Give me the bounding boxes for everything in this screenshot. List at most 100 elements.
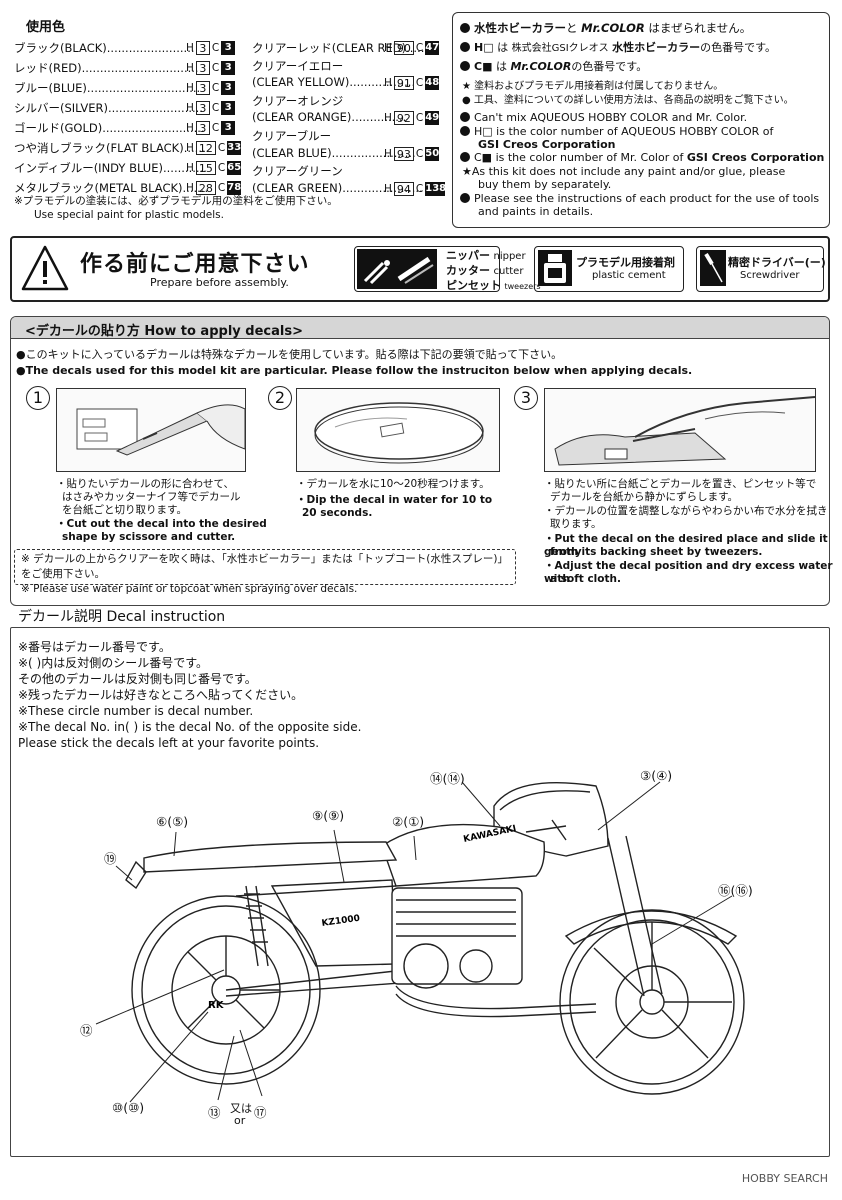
color-name: (CLEAR YELLOW) (252, 75, 350, 90)
step-3-jp-1: ・貼りたい所に台紙ごとデカールを置き、ピンセット等で (544, 478, 817, 490)
c-number: 3 (221, 61, 236, 75)
step-1-jp-3: を台紙ごと切り取ります。 (62, 504, 187, 516)
note-instructions-en: Please see the instructions of each prod… (460, 192, 819, 205)
color-row: ブラック(BLACK)........................ (14, 40, 195, 56)
color-row: ブルー(BLUE)............................... (14, 80, 200, 96)
c-number: 65 (227, 161, 242, 175)
c-label: C (211, 62, 220, 74)
color-name: クリアーオレンジ (252, 93, 344, 108)
color-name: レッド(RED) (14, 61, 82, 75)
tool-screwdriver-en: Screwdriver (740, 270, 800, 281)
step-3-en-2: from its backing sheet by tweezers. (550, 546, 763, 558)
note-mix-c: Mr.COLOR (581, 21, 645, 35)
note-h-en: H□ is the color number of AQUEOUS HOBBY … (460, 125, 773, 138)
bullet-icon (460, 23, 470, 33)
h-label: H (186, 142, 194, 154)
topcoat-warning-en: ※ Please use water paint or topcoat when… (21, 583, 358, 595)
color-name: シルバー(SILVER) (14, 101, 108, 115)
color-name: (CLEAR GREEN) (252, 180, 343, 195)
color-name: (CLEAR ORANGE) (252, 110, 352, 125)
color-dots: ............... (351, 110, 407, 125)
step-3-jp-2: デカールを台紙から静かにずらします。 (550, 491, 739, 503)
note-mix-a: 水性ホビーカラー (474, 21, 566, 35)
decal-note-line: ※残ったデカールは好きなところへ貼ってください。 (18, 688, 304, 702)
note-cant-mix-en: Can't mix AQUEOUS HOBBY COLOR and Mr. Co… (460, 111, 747, 124)
c-label: C (211, 42, 220, 54)
color-name: ブルー(BLUE) (14, 81, 87, 95)
colors-title: 使用色 (26, 20, 66, 35)
tool-screwdriver (696, 246, 824, 292)
note-no-paint-en: ★As this kit does not include any paint … (462, 165, 786, 178)
h-number: 93 (393, 146, 414, 161)
step-2-en-1: ・Dip the decal in water for 10 to (296, 494, 493, 506)
note-cant-mix-text: Can't mix AQUEOUS HOBBY COLOR and Mr. Co… (474, 111, 748, 124)
h-label: H (186, 122, 194, 134)
hobby-search-watermark: HOBBY SEARCH (741, 1172, 828, 1185)
bullet-icon (460, 152, 470, 162)
tool-tweezers-jp: ピンセット (446, 279, 501, 292)
color-row: (CLEAR ORANGE)............... (252, 110, 406, 124)
h-label: H (384, 147, 392, 160)
color-name: つや消しブラック(FLAT BLACK) (14, 141, 184, 155)
color-row: (CLEAR GREEN)...................... (252, 181, 423, 195)
decal-instruction-title: デカール説明 Decal instruction (18, 609, 226, 625)
callout-or-en: or (234, 1114, 246, 1127)
callout-or-jp: 又は (230, 1102, 252, 1115)
note-c-en: C■ is the color number of Mr. Color of G… (460, 151, 824, 164)
color-row: クリアーイエロー (252, 58, 343, 74)
callout-6-5: ⑥(⑤) (156, 814, 189, 829)
color-row: シルバー(SILVER).......................... (14, 100, 203, 116)
nipper-cutter-icon (357, 249, 437, 289)
warning-icon (21, 245, 69, 291)
h-number: 90 (393, 41, 414, 55)
c-label: C (415, 112, 424, 125)
step-3-number: 3 (514, 386, 538, 410)
note-c-en-corp: GSI Creos Corporation (686, 151, 825, 164)
color-dots: .......................... (107, 101, 203, 115)
c-label: C (211, 82, 220, 94)
screwdriver-icon (700, 250, 726, 286)
callout-17: ⑰ (254, 1105, 267, 1120)
note-mix-b: と (566, 21, 578, 35)
note-mix-d: はまぜられません。 (648, 21, 752, 35)
note-h-en-text: H□ is the color number of AQUEOUS HOBBY … (474, 125, 774, 138)
callout-9: ⑨(⑨) (312, 808, 345, 823)
callout-10: ⑩(⑩) (112, 1100, 145, 1115)
h-number: 92 (393, 111, 414, 126)
bullet-icon (460, 42, 470, 52)
callout-12: ⑫ (80, 1023, 93, 1038)
color-dots: ............................... (86, 81, 201, 95)
c-number: 78 (227, 181, 242, 195)
h-label: H (186, 102, 194, 114)
note-tools-jp: ● 工具、塗料についての詳しい使用方法は、各商品の説明をご覧下さい。 (462, 95, 794, 106)
note-instructions-text: Please see the instructions of each prod… (474, 192, 820, 205)
color-dots: ........................ (106, 41, 195, 55)
tool-cement-en: plastic cement (592, 270, 666, 281)
tool-nipper-jp: ニッパー (446, 249, 490, 262)
decal-note-line: ※These circle number is decal number. (18, 704, 254, 718)
swingarm-text: RK (208, 1000, 225, 1011)
color-name: クリアーイエロー (252, 58, 344, 73)
step-3-jp-3: ・デカールの位置を調整しながらやわらかい布で水分を拭き (544, 505, 828, 517)
color-row: (CLEAR YELLOW).................. (252, 75, 415, 89)
c-number: 3 (221, 101, 236, 115)
tool-cement (534, 246, 684, 292)
color-row: インディブルー(INDY BLUE)............ (14, 160, 207, 176)
h-label: H (186, 42, 194, 54)
h-number: 28 (195, 181, 216, 195)
tool-screwdriver-jp: 精密ドライバー(ー) (728, 256, 826, 269)
color-name: ブラック(BLACK) (14, 41, 107, 55)
color-row: クリアーレッド(CLEAR RED)..... (252, 40, 424, 56)
h-label: H (186, 182, 194, 194)
bullet-icon (460, 61, 470, 71)
prepare-box (10, 236, 830, 302)
h-number: 3 (195, 81, 210, 95)
h-number: 12 (195, 141, 216, 155)
color-row: メタルブラック(METAL BLACK)....... (14, 180, 208, 196)
